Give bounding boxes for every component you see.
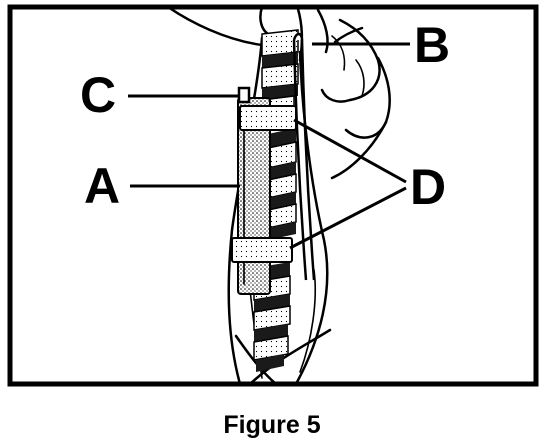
strap-lower bbox=[231, 237, 293, 263]
leader-line-d-lower bbox=[289, 186, 407, 250]
figure-caption: Figure 5 bbox=[223, 411, 320, 439]
tab-c bbox=[237, 86, 251, 104]
strap-upper bbox=[239, 105, 297, 131]
leader-line-d-upper bbox=[293, 118, 407, 184]
rod-b bbox=[292, 39, 308, 281]
callout-label-c: C bbox=[80, 67, 116, 123]
callout-label-b: B bbox=[414, 17, 450, 73]
callout-label-a: A bbox=[84, 158, 120, 214]
stripe-pattern bbox=[253, 29, 299, 372]
callout-label-d: D bbox=[410, 159, 446, 215]
